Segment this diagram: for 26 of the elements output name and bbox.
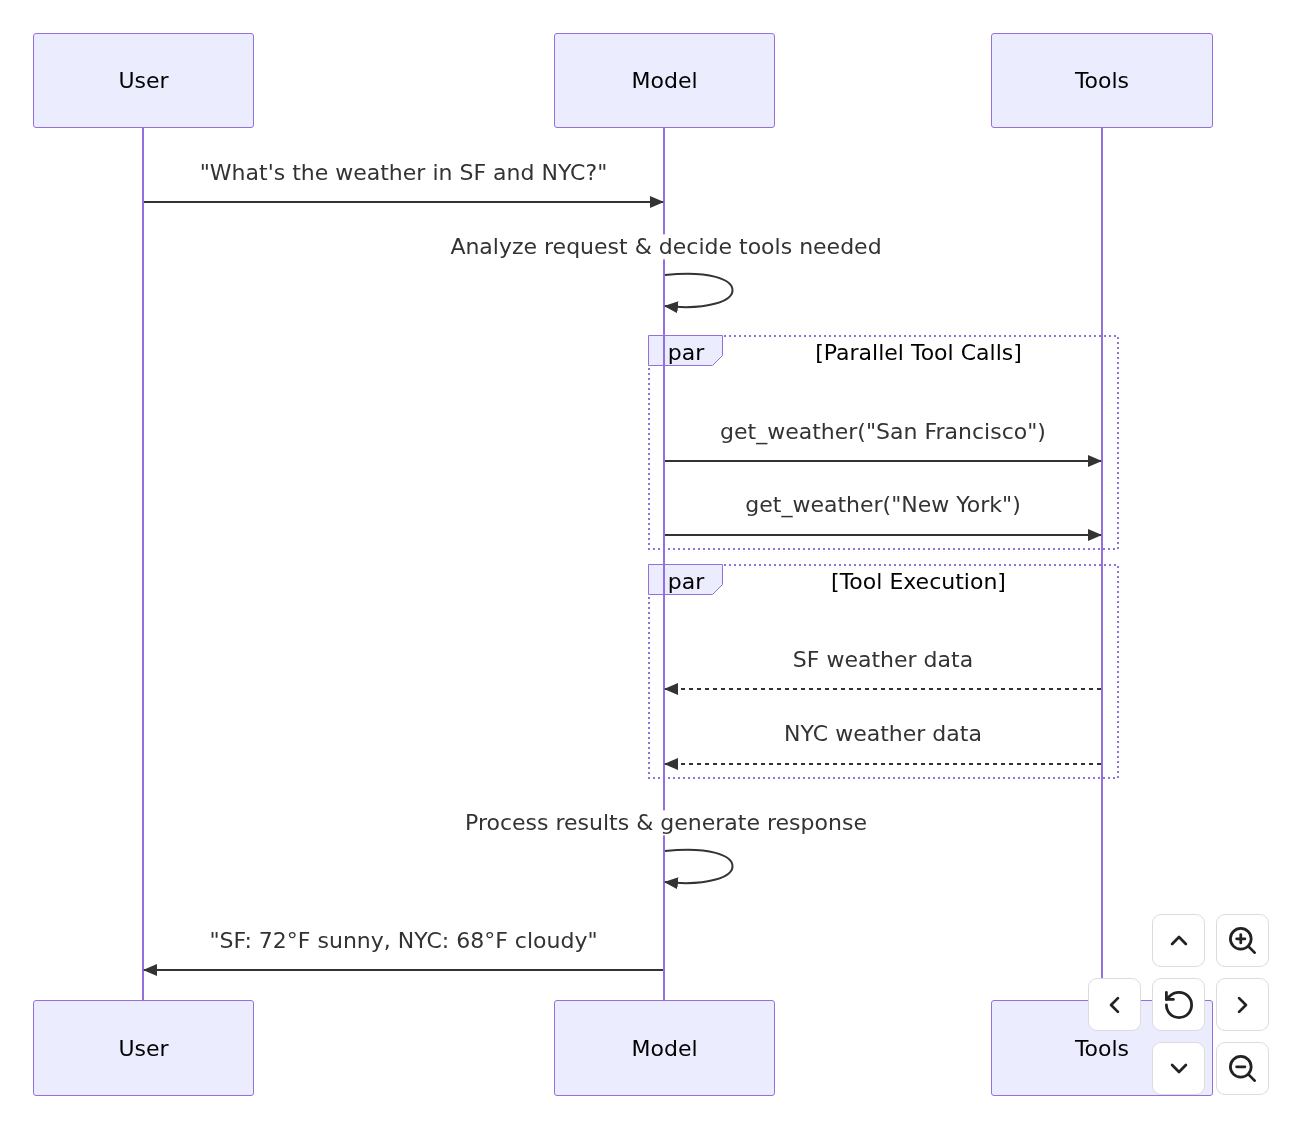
lifeline	[1101, 128, 1103, 978]
self-message-arrow	[664, 272, 734, 313]
fragment-condition: [Tool Execution]	[831, 569, 1006, 595]
participant-name: Tools	[1074, 1035, 1130, 1061]
participant-box	[554, 33, 775, 128]
fragment-operator: par	[667, 569, 705, 595]
participant-box	[33, 33, 254, 128]
message-arrow	[143, 964, 664, 976]
lifeline	[142, 128, 144, 1000]
participant-box	[554, 1000, 775, 1096]
participant-name: User	[118, 1035, 169, 1061]
message-arrow	[664, 529, 1102, 541]
participant-name: User	[118, 68, 169, 93]
dashed-reply-arrow	[664, 683, 1102, 695]
participant-name: Tools	[1074, 68, 1130, 93]
fragment-operator: par	[667, 340, 705, 366]
participant-name: Model	[631, 1035, 698, 1061]
self-message-arrow	[664, 848, 734, 889]
message-arrow	[143, 196, 664, 208]
message-arrow	[664, 455, 1102, 467]
fragment-condition: [Parallel Tool Calls]	[815, 340, 1022, 366]
participant-box	[991, 33, 1213, 128]
dashed-reply-arrow	[664, 758, 1102, 770]
participant-name: Model	[631, 68, 698, 93]
participant-box	[33, 1000, 254, 1096]
lifeline	[663, 128, 665, 1000]
